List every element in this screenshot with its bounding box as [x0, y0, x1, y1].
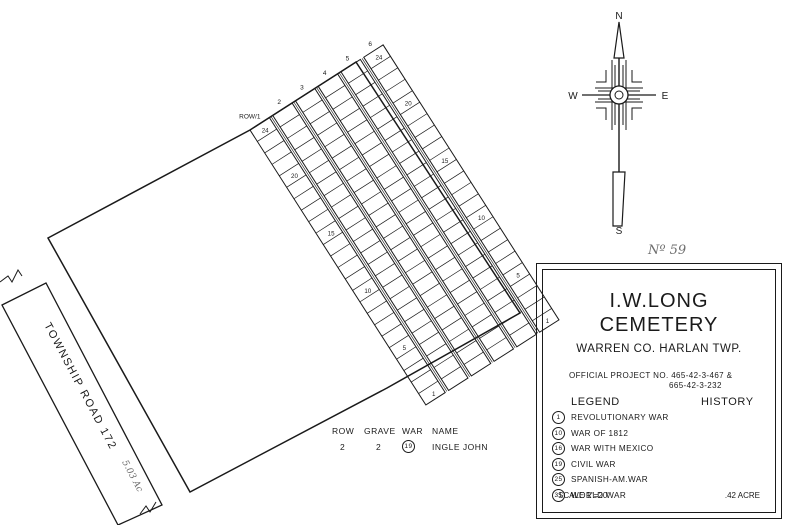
legend-label: SPANISH-AM.WAR	[571, 475, 649, 485]
compass-n-label: N	[615, 11, 622, 22]
legend-item: 31 WORLD WAR	[552, 488, 669, 504]
col-name-header: NAME	[432, 426, 459, 436]
legend-label: CIVIL WAR	[571, 459, 616, 469]
pencil-plat-number: Nº 59	[648, 243, 687, 258]
legend-code-badge: 19	[552, 457, 565, 471]
legend-item: 19 CIVIL WAR	[552, 457, 669, 473]
legend-code-badge: 1	[552, 411, 565, 425]
history-title: HISTORY	[701, 396, 754, 408]
legend-label: REVOLUTIONARY WAR	[571, 413, 669, 423]
grave-row-column	[340, 58, 539, 348]
grave-number-mark: 20	[291, 173, 298, 180]
grave-number-mark: 1	[546, 318, 550, 325]
col-grave-header: GRAVE	[364, 426, 396, 436]
grave-number-mark: 1	[432, 391, 436, 398]
grave-number-mark: 20	[405, 100, 412, 107]
row-number-label: 6	[368, 41, 372, 48]
cemetery-name-line1: I.W.LONG	[609, 290, 709, 312]
col-row-header: ROW	[332, 426, 355, 436]
row-number-label: ROW/1	[239, 114, 261, 121]
row-number-label: 5	[346, 56, 350, 63]
legend-code-badge: 31	[552, 488, 565, 502]
title-block: I.W.LONG CEMETERY WARREN CO. HARLAN TWP.…	[536, 263, 782, 519]
row-number-label: 4	[323, 70, 327, 77]
grave-row-column	[363, 44, 560, 333]
compass-s-label: S	[616, 226, 623, 237]
grave-number-mark: 10	[478, 215, 485, 222]
legend-code-badge: 25	[552, 473, 565, 487]
row-number-label: 3	[300, 85, 304, 92]
record-name-value: INGLE JOHN	[432, 442, 489, 452]
record-war-value: 19	[402, 440, 415, 453]
compass-e-label: E	[662, 91, 669, 102]
grave-row-column	[272, 101, 470, 392]
project-number-line1: OFFICIAL PROJECT NO. 465-42-3-467 &	[569, 371, 733, 380]
grave-number-mark: 15	[441, 158, 448, 165]
record-grave-value: 2	[376, 442, 382, 452]
record-row-value: 2	[340, 442, 346, 452]
scale-label: SCALE 1"=20'	[558, 491, 609, 500]
acreage-label: .42 ACRE	[724, 491, 760, 500]
legend-code-badge: 10	[552, 426, 565, 440]
grave-number-mark: 24	[262, 127, 269, 134]
north-arrow-icon	[613, 21, 625, 59]
grave-number-mark: 24	[375, 55, 382, 62]
legend-item: 16 WAR WITH MEXICO	[552, 441, 669, 457]
project-number-line2: 665-42-3-232	[669, 381, 722, 390]
location-line: WARREN CO. HARLAN TWP.	[576, 343, 742, 355]
grave-number-mark: 15	[328, 231, 335, 238]
grave-row-column	[294, 87, 493, 377]
grave-row-column	[317, 72, 516, 363]
grave-number-mark: 5	[403, 345, 407, 352]
legend-item: 10 WAR OF 1812	[552, 426, 669, 442]
grave-number-mark: 5	[516, 272, 520, 279]
legend-label: WORLD WAR	[571, 490, 627, 500]
compass-w-label: W	[568, 91, 578, 102]
col-war-header: WAR	[402, 426, 424, 436]
legend-item: 25 SPANISH-AM.WAR	[552, 472, 669, 488]
legend-code-badge: 16	[552, 442, 565, 456]
grave-number-mark: 10	[364, 288, 371, 295]
compass-rose: N W E S	[568, 11, 668, 237]
legend-title: LEGEND	[571, 396, 620, 408]
legend-label: WAR WITH MEXICO	[571, 444, 654, 454]
legend-label: WAR OF 1812	[571, 428, 629, 438]
cemetery-name-line2: CEMETERY	[599, 314, 719, 336]
legend-list: 1 REVOLUTIONARY WAR 10 WAR OF 1812 16 WAR WIT…	[552, 410, 669, 503]
legend-item: 1 REVOLUTIONARY WAR	[552, 410, 669, 426]
road-label: TOWNSHIP ROAD 172	[41, 321, 118, 452]
row-number-label: 2	[277, 99, 281, 106]
grave-row-column	[249, 116, 448, 406]
